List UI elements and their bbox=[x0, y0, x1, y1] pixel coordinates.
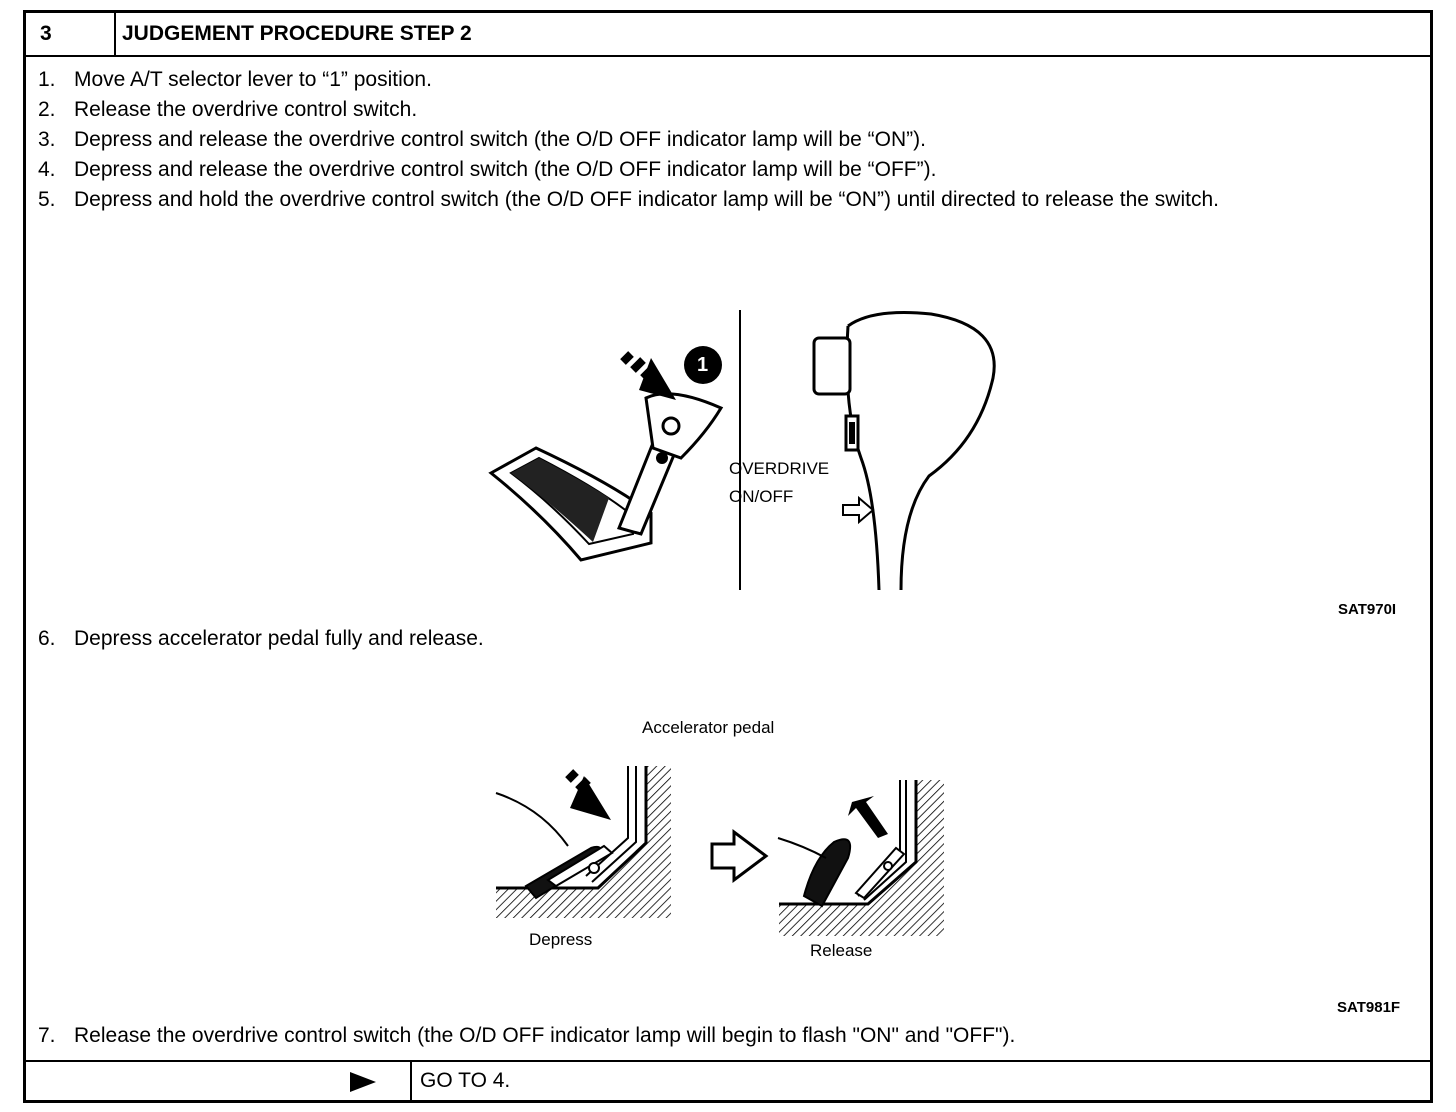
selector-lever-illustration bbox=[488, 310, 996, 591]
step-item: 5. Depress and hold the overdrive control… bbox=[38, 185, 1418, 215]
step-item: 4. Depress and release the overdrive cont… bbox=[38, 155, 1418, 185]
figure-code-2: SAT981F bbox=[1337, 999, 1401, 1016]
step-num: 3. bbox=[38, 128, 56, 151]
accelerator-pedal-illustration bbox=[495, 766, 944, 936]
figure-title: Accelerator pedal bbox=[642, 718, 775, 737]
step-num: 1. bbox=[38, 68, 56, 91]
overdrive-label: OVERDRIVE bbox=[729, 459, 830, 478]
step-item: 2. Release the overdrive control switch. bbox=[38, 95, 1418, 125]
depress-label: Depress bbox=[529, 930, 593, 949]
step-num: 7. bbox=[38, 1024, 56, 1047]
procedure-header: 3 JUDGEMENT PROCEDURE STEP 2 bbox=[26, 13, 1430, 57]
step-num: 6. bbox=[38, 627, 56, 650]
step-num: 5. bbox=[38, 188, 56, 211]
step-text: Release the overdrive control switch (th… bbox=[74, 1024, 1016, 1047]
right-arrow-icon bbox=[350, 1072, 376, 1092]
figure-code-1: SAT970I bbox=[1338, 601, 1397, 618]
footer-divider bbox=[410, 1062, 412, 1100]
goto-link[interactable]: GO TO 4. bbox=[420, 1069, 511, 1092]
step-text: Depress and hold the overdrive control s… bbox=[74, 188, 1219, 211]
onoff-label: ON/OFF bbox=[729, 487, 794, 506]
footer-row: GO TO 4. bbox=[26, 1060, 1430, 1100]
step-text: Depress and release the overdrive contro… bbox=[74, 128, 926, 151]
step-text: Depress accelerator pedal fully and rele… bbox=[74, 627, 484, 650]
step-item: 3. Depress and release the overdrive cont… bbox=[38, 125, 1418, 155]
callout-number: 1 bbox=[697, 354, 709, 376]
step-number: 3 bbox=[26, 13, 116, 55]
release-label: Release bbox=[810, 941, 873, 960]
step-item: 1. Move A/T selector lever to “1” positio… bbox=[38, 65, 1418, 95]
step-num: 2. bbox=[38, 98, 56, 121]
steps-list-1: 1. Move A/T selector lever to “1” positio… bbox=[38, 65, 1418, 215]
procedure-sheet: 3 JUDGEMENT PROCEDURE STEP 2 1. Move A/T … bbox=[23, 10, 1433, 1103]
step-text: Release the overdrive control switch. bbox=[74, 98, 418, 121]
step-text: Move A/T selector lever to “1” position. bbox=[74, 68, 432, 91]
step-text: Depress and release the overdrive contro… bbox=[74, 158, 937, 181]
procedure-title: JUDGEMENT PROCEDURE STEP 2 bbox=[122, 22, 472, 45]
step-num: 4. bbox=[38, 158, 56, 181]
